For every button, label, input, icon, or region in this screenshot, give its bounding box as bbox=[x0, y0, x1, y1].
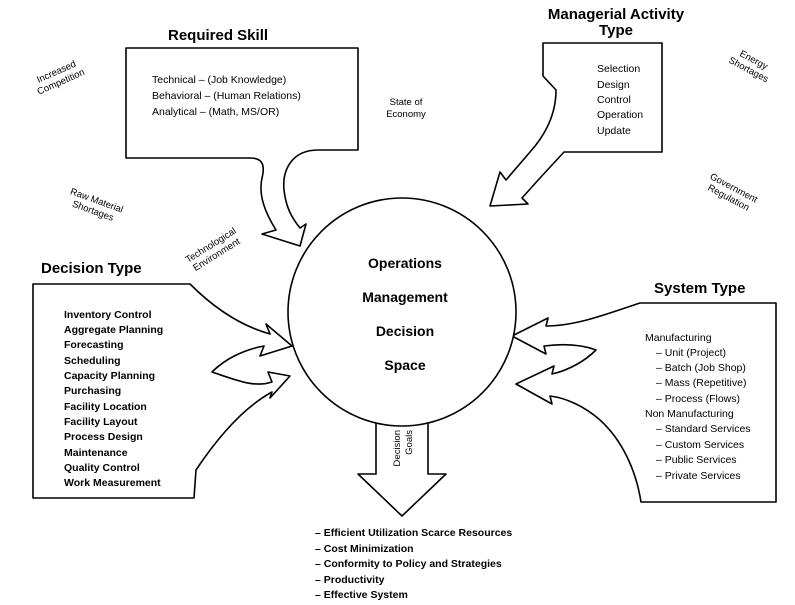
decision-type-title: Decision Type bbox=[41, 260, 142, 277]
system-type-item: Non Manufacturing bbox=[645, 408, 734, 420]
decision-goals-label-2: Goals bbox=[404, 430, 415, 455]
system-type-item: – Mass (Repetitive) bbox=[656, 377, 746, 389]
technological-environment-label: Technological Environment bbox=[184, 226, 243, 274]
required-skill-title: Required Skill bbox=[168, 27, 268, 44]
decision-type-box bbox=[32, 283, 293, 499]
decision-type-item: Facility Layout bbox=[64, 416, 138, 428]
svg-text:Economy: Economy bbox=[386, 109, 426, 120]
raw-material-shortages-label: Raw Material Shortages bbox=[69, 186, 125, 224]
managerial-activity-title: Managerial Activity bbox=[548, 6, 685, 23]
decision-goals-list: – Efficient Utilization Scarce Resources… bbox=[315, 527, 512, 601]
decision-type-item: Purchasing bbox=[64, 385, 121, 397]
decision-goal-item: – Efficient Utilization Scarce Resources bbox=[315, 527, 512, 539]
managerial-activity-item: Operation bbox=[597, 109, 643, 121]
required-skill-item: Technical – (Job Knowledge) bbox=[152, 74, 286, 86]
system-type-list: Manufacturing – Unit (Project) – Batch (… bbox=[645, 332, 751, 482]
system-type-item: Manufacturing bbox=[645, 332, 712, 344]
svg-text:State of: State of bbox=[390, 97, 423, 108]
required-skill-box bbox=[125, 47, 359, 247]
decision-type-item: Scheduling bbox=[64, 355, 121, 367]
managerial-activity-item: Design bbox=[597, 79, 630, 91]
system-type-box bbox=[511, 302, 777, 503]
decision-goal-item: – Conformity to Policy and Strategies bbox=[315, 558, 502, 570]
system-type-item: – Unit (Project) bbox=[656, 347, 726, 359]
center-line-1: Operations bbox=[368, 255, 442, 271]
decision-goal-item: – Cost Minimization bbox=[315, 543, 414, 555]
operations-management-circle bbox=[287, 197, 517, 427]
decision-type-item: Process Design bbox=[64, 431, 143, 443]
decision-type-item: Inventory Control bbox=[64, 309, 152, 321]
center-line-2: Management bbox=[362, 289, 448, 305]
state-of-economy-label: State of Economy bbox=[386, 97, 426, 120]
system-type-item: – Standard Services bbox=[656, 423, 751, 435]
increased-competition-label: Increased Competition bbox=[35, 59, 86, 98]
energy-shortages-label: Energy Shortages bbox=[727, 48, 771, 85]
decision-type-item: Work Measurement bbox=[64, 477, 161, 489]
system-type-item: – Process (Flows) bbox=[656, 393, 740, 405]
center-line-3: Decision bbox=[376, 323, 434, 339]
decision-type-item: Aggregate Planning bbox=[64, 324, 163, 336]
decision-goals-label: Decision bbox=[392, 430, 403, 466]
system-type-item: – Private Services bbox=[656, 470, 741, 482]
decision-type-item: Facility Location bbox=[64, 401, 147, 413]
managerial-activity-box bbox=[489, 42, 663, 207]
decision-type-item: Forecasting bbox=[64, 339, 124, 351]
managerial-activity-item: Selection bbox=[597, 63, 640, 75]
decision-type-item: Maintenance bbox=[64, 447, 128, 459]
decision-goal-item: – Effective System bbox=[315, 589, 408, 601]
managerial-activity-title-2: Type bbox=[599, 22, 633, 39]
decision-type-list: Inventory Control Aggregate Planning For… bbox=[64, 309, 163, 489]
required-skill-item: Behavioral – (Human Relations) bbox=[152, 90, 301, 102]
system-type-item: – Batch (Job Shop) bbox=[656, 362, 746, 374]
decision-goal-item: – Productivity bbox=[315, 574, 385, 586]
required-skill-item: Analytical – (Math, MS/OR) bbox=[152, 106, 279, 118]
government-regulation-label: Government Regulation bbox=[706, 171, 760, 213]
decision-type-item: Quality Control bbox=[64, 462, 140, 474]
system-type-item: – Public Services bbox=[656, 454, 737, 466]
managerial-activity-item: Update bbox=[597, 125, 631, 137]
decision-type-item: Capacity Planning bbox=[64, 370, 155, 382]
managerial-activity-item: Control bbox=[597, 94, 631, 106]
center-line-4: Space bbox=[384, 357, 425, 373]
system-type-item: – Custom Services bbox=[656, 439, 744, 451]
system-type-title: System Type bbox=[654, 280, 745, 297]
